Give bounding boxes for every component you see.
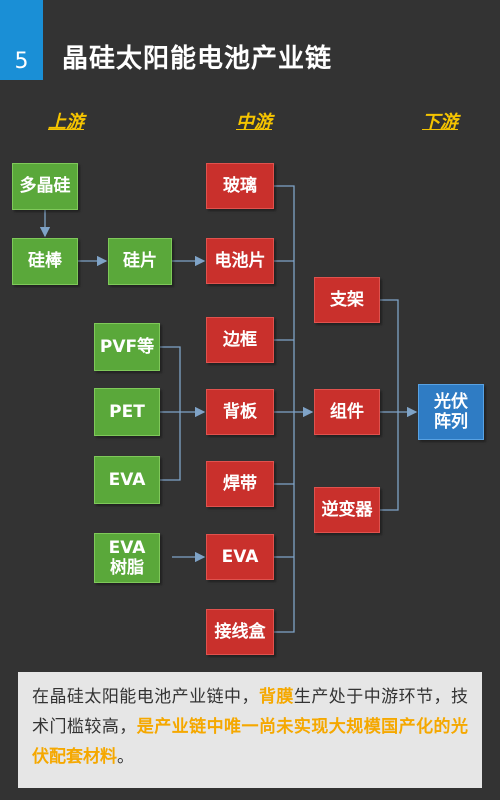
node-cell: 电池片	[206, 238, 274, 284]
node-frame: 边框	[206, 317, 274, 363]
node-pv-array-line1: 光伏	[434, 391, 468, 412]
node-module: 组件	[314, 389, 380, 435]
stage-label-upstream: 上游	[48, 112, 84, 133]
node-pet: PET	[94, 388, 160, 436]
node-inverter: 逆变器	[314, 487, 380, 533]
node-eva-resin: EVA 树脂	[94, 533, 160, 583]
summary-note: 在晶硅太阳能电池产业链中，背膜生产处于中游环节，技术门槛较高，是产业链中唯一尚未…	[18, 672, 482, 788]
node-bracket: 支架	[314, 277, 380, 323]
node-polysilicon: 多晶硅	[12, 163, 78, 210]
section-number-badge: 5	[0, 0, 43, 80]
node-pvf: PVF等	[94, 323, 160, 371]
node-ribbon: 焊带	[206, 461, 274, 507]
node-eva-encapsulant: EVA	[206, 534, 274, 580]
page-title: 晶硅太阳能电池产业链	[62, 44, 333, 74]
node-glass: 玻璃	[206, 163, 274, 209]
note-text-2: 生产处于中游环节，技术门槛较高，	[32, 687, 469, 737]
section-number: 5	[14, 49, 29, 74]
node-eva-resin-line2: 树脂	[110, 558, 144, 578]
node-wafer: 硅片	[108, 238, 172, 285]
node-pv-array-line2: 阵列	[434, 412, 468, 432]
note-highlight-conclusion: 是产业链中唯一尚未实现大规模国产化的光伏配套材料	[32, 717, 468, 767]
note-text-1: 在晶硅太阳能电池产业链中，	[32, 687, 259, 707]
stage-label-midstream: 中游	[236, 112, 272, 133]
node-junction-box: 接线盒	[206, 609, 274, 655]
note-highlight-backsheet: 背膜	[258, 687, 294, 707]
stage-label-downstream: 下游	[422, 112, 458, 133]
node-eva-resin-line1: EVA	[108, 537, 146, 558]
node-backsheet: 背板	[206, 389, 274, 435]
note-text-3: 。	[117, 747, 134, 767]
node-pv-array: 光伏 阵列	[418, 384, 484, 440]
node-silicon-rod: 硅棒	[12, 238, 78, 285]
node-eva-film: EVA	[94, 456, 160, 504]
